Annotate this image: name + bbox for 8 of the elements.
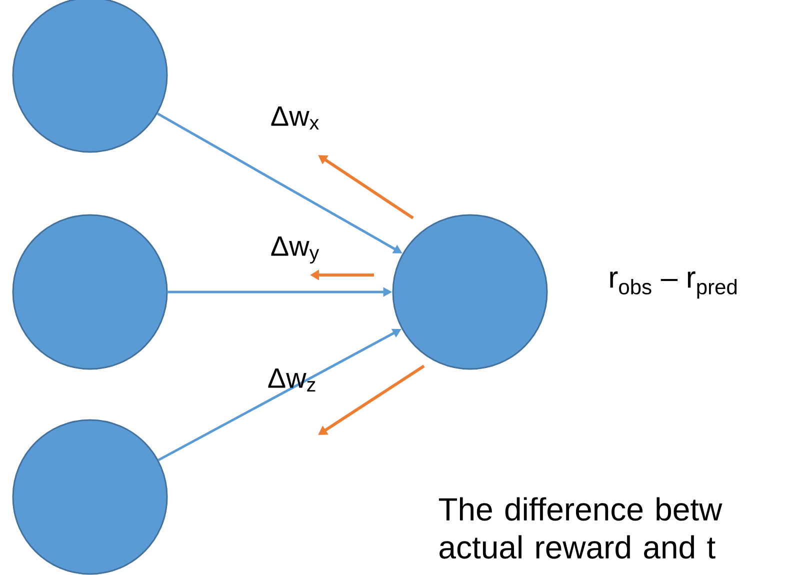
edge-label: Δw$_{y}$ xyxy=(271,236,320,264)
formula-label: r$_{obs}$ – r$_{pred}$ xyxy=(610,271,737,299)
circle-node xyxy=(392,214,548,370)
circle-node xyxy=(12,419,168,575)
description-text: The difference betw actual reward and t xyxy=(438,497,722,559)
edge-label: Δw$_{z}$ xyxy=(268,368,316,392)
edge-label: Δw$_{x}$ xyxy=(271,106,319,130)
circle-node xyxy=(12,214,168,370)
